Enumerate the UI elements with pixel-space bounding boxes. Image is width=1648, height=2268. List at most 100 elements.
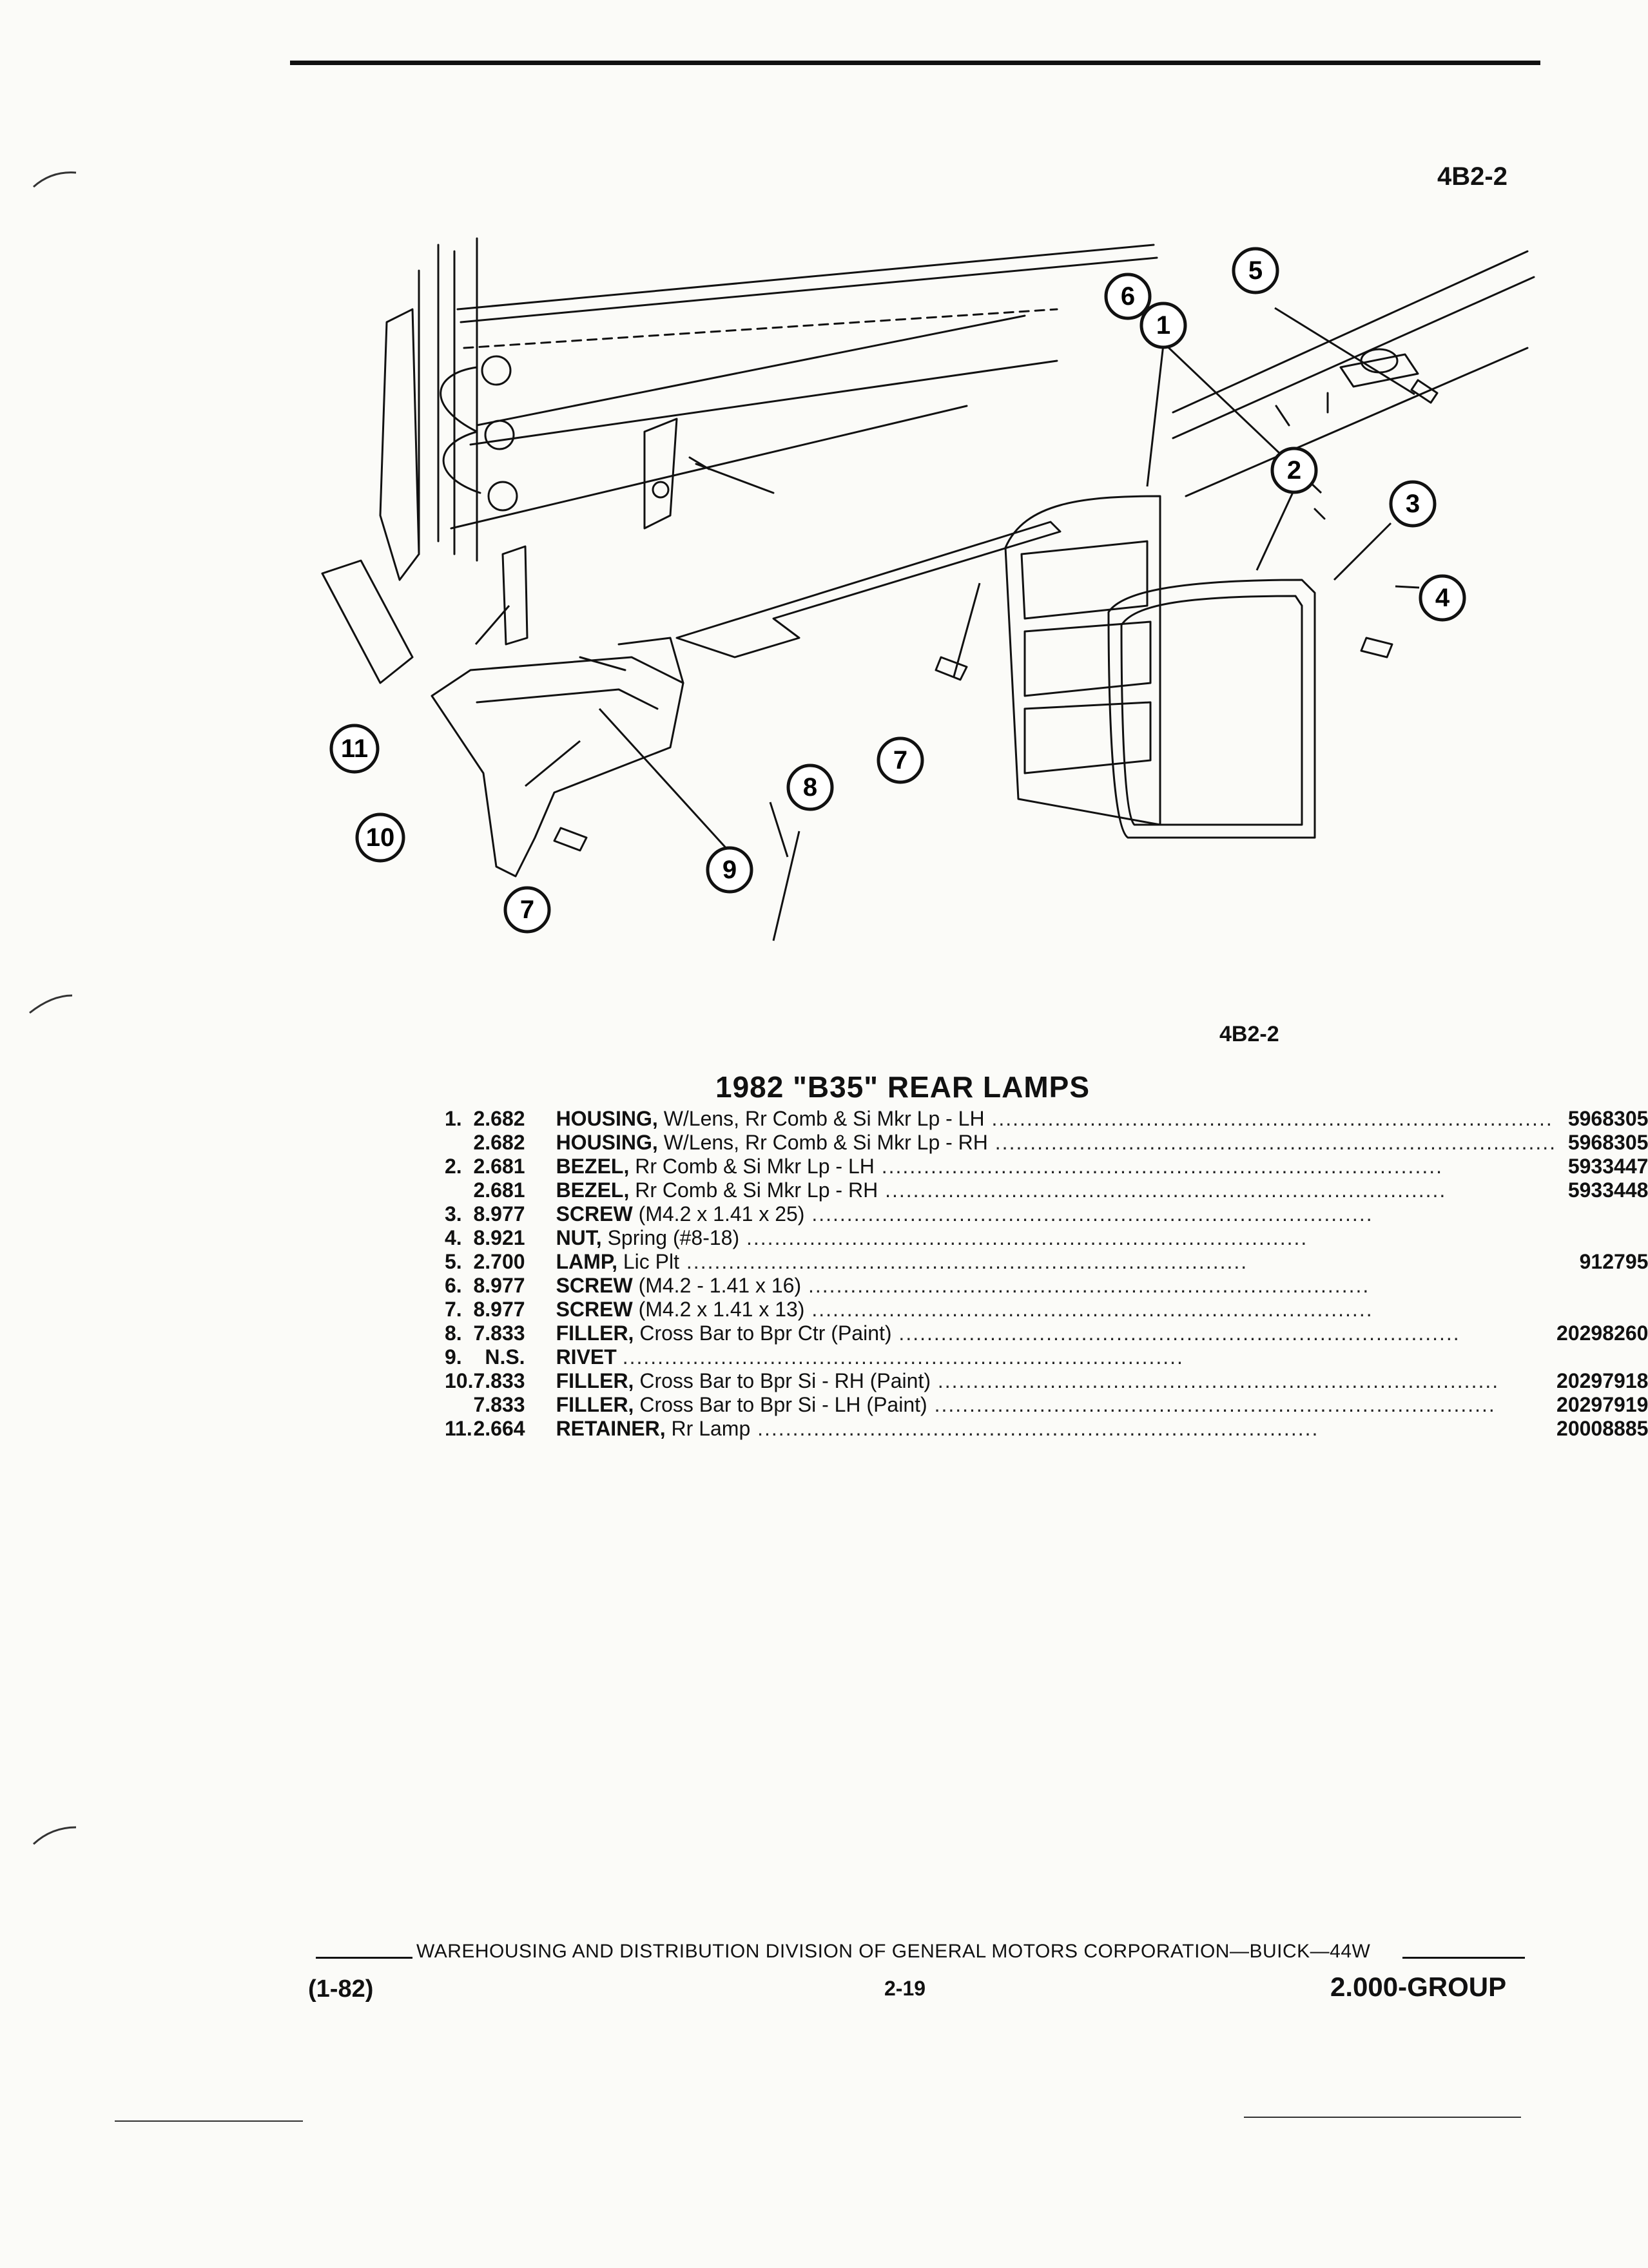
- footer-rule-right: [1402, 1957, 1525, 1959]
- figure-reference-bottom: 4B2-2: [1219, 1022, 1279, 1046]
- group-code: 8.977: [473, 1298, 525, 1321]
- part-noun: SCREW: [556, 1298, 633, 1321]
- item-number: 2.: [445, 1155, 462, 1178]
- part-number: [1556, 1202, 1648, 1226]
- exploded-parts-diagram: 1 2 3 4 5 6 7 7 8 9 10 11: [321, 237, 1535, 941]
- part-detail: Cross Bar to Bpr Ctr (Paint): [639, 1321, 892, 1345]
- part-noun: FILLER,: [556, 1321, 634, 1345]
- parts-row: 9.N.S.RIVET ............................…: [445, 1345, 1648, 1369]
- part-detail: Rr Comb & Si Mkr Lp - RH: [635, 1178, 878, 1202]
- callout-1: 1: [1139, 302, 1187, 349]
- part-number: 5933448: [1567, 1178, 1648, 1202]
- part-detail: (M4.2 x 1.41 x 13): [638, 1298, 805, 1321]
- group-code: 7.833: [473, 1393, 525, 1416]
- item-number: [445, 1393, 473, 1417]
- svg-text:5: 5: [1248, 256, 1263, 285]
- svg-text:6: 6: [1121, 282, 1135, 311]
- part-description: SCREW (M4.2 x 1.41 x 25) ...............…: [556, 1202, 1556, 1226]
- part-noun: RIVET: [556, 1345, 617, 1369]
- part-description: RETAINER, Rr Lamp ......................…: [556, 1417, 1556, 1441]
- callout-3: 3: [1389, 480, 1437, 528]
- parts-row: 8. 7.833 FILLER, Cross Bar to Bpr Ctr (Pai…: [445, 1321, 1648, 1345]
- part-detail: Rr Lamp: [671, 1417, 751, 1440]
- part-noun: LAMP,: [556, 1250, 617, 1273]
- part-noun: RETAINER,: [556, 1417, 666, 1440]
- group-code: 8.921: [473, 1226, 525, 1249]
- part-number: [1556, 1345, 1648, 1369]
- part-noun: HOUSING,: [556, 1107, 658, 1130]
- parts-row: 7.833 FILLER, Cross Bar to Bpr Si - LH (P…: [445, 1393, 1648, 1417]
- group-code: N.S.: [485, 1345, 525, 1369]
- dot-leader: ........................................…: [739, 1226, 1308, 1249]
- group-code: 2.681: [473, 1155, 525, 1178]
- dot-leader: ........................................…: [984, 1107, 1553, 1130]
- part-noun: BEZEL,: [556, 1155, 630, 1178]
- svg-text:7: 7: [520, 896, 534, 924]
- callout-10: 10: [355, 812, 405, 863]
- part-noun: SCREW: [556, 1202, 633, 1225]
- part-description: FILLER, Cross Bar to Bpr Si - RH (Paint)…: [556, 1369, 1556, 1393]
- item-number: 11.: [445, 1417, 472, 1440]
- dot-leader: ........................................…: [750, 1417, 1319, 1440]
- part-detail: Rr Comb & Si Mkr Lp - LH: [635, 1155, 875, 1178]
- part-detail: Spring (#8-18): [607, 1226, 740, 1249]
- group-code: 7.833: [473, 1321, 525, 1345]
- svg-text:11: 11: [341, 735, 368, 763]
- item-number: 1.: [445, 1107, 462, 1130]
- part-noun: BEZEL,: [556, 1178, 630, 1202]
- part-number: 20297918: [1556, 1369, 1648, 1392]
- part-description: RIVET ..................................…: [556, 1345, 1556, 1369]
- svg-text:1: 1: [1156, 311, 1170, 340]
- part-description: NUT, Spring (#8-18) ....................…: [556, 1226, 1556, 1250]
- part-description: SCREW (M4.2 - 1.41 x 16) ...............…: [556, 1274, 1556, 1298]
- item-number: 8.: [445, 1321, 462, 1345]
- part-description: BEZEL, Rr Comb & Si Mkr Lp - RH ........…: [556, 1178, 1556, 1202]
- callout-7-lower: 7: [503, 886, 551, 934]
- parts-row: 7. 8.977 SCREW (M4.2 x 1.41 x 13) ........…: [445, 1298, 1648, 1321]
- parts-table: 1. 2.682 HOUSING, W/Lens, Rr Comb & Si Mkr…: [445, 1107, 1648, 1441]
- dot-leader: ........................................…: [804, 1202, 1373, 1225]
- part-number: [1556, 1274, 1648, 1298]
- section-title: 1982 "B35" REAR LAMPS: [715, 1070, 1091, 1104]
- part-noun: FILLER,: [556, 1393, 634, 1416]
- part-description: SCREW (M4.2 x 1.41 x 13) ...............…: [556, 1298, 1556, 1321]
- part-description: LAMP, Lic Plt ..........................…: [556, 1250, 1556, 1274]
- part-noun: SCREW: [556, 1274, 633, 1297]
- part-number: [1556, 1226, 1648, 1250]
- dot-leader: ........................................…: [930, 1369, 1500, 1392]
- group-code: 8.977: [473, 1274, 525, 1297]
- callout-6: 6: [1104, 273, 1152, 320]
- callout-5: 5: [1232, 247, 1279, 294]
- part-detail: Lic Plt: [623, 1250, 680, 1273]
- group-code: 2.682: [473, 1131, 525, 1154]
- callout-9: 9: [706, 846, 753, 894]
- part-description: FILLER, Cross Bar to Bpr Ctr (Paint) ...…: [556, 1321, 1556, 1345]
- item-number: [445, 1131, 473, 1155]
- callout-11: 11: [329, 724, 380, 774]
- item-number: 7.: [445, 1298, 462, 1321]
- part-detail: (M4.2 - 1.41 x 16): [638, 1274, 802, 1297]
- header-rule: [290, 61, 1540, 65]
- part-detail: W/Lens, Rr Comb & Si Mkr Lp - RH: [663, 1131, 988, 1154]
- callout-8: 8: [786, 764, 834, 811]
- figure-reference-top: 4B2-2: [1437, 162, 1507, 191]
- part-description: HOUSING, W/Lens, Rr Comb & Si Mkr Lp - L…: [556, 1107, 1556, 1131]
- group-number: 2.000-GROUP: [1330, 1972, 1507, 2002]
- group-code: 2.700: [473, 1250, 525, 1273]
- dot-leader: ........................................…: [878, 1178, 1447, 1202]
- part-number: 5968305: [1567, 1107, 1648, 1130]
- part-noun: FILLER,: [556, 1369, 634, 1392]
- footer-division-text: WAREHOUSING AND DISTRIBUTION DIVISION OF…: [416, 1941, 1371, 1962]
- dot-leader: ........................................…: [891, 1321, 1460, 1345]
- dot-leader: ........................................…: [622, 1345, 1184, 1369]
- dot-leader: ........................................…: [801, 1274, 1370, 1297]
- dot-leader: ........................................…: [927, 1393, 1496, 1416]
- part-number: 20008885: [1556, 1417, 1648, 1440]
- part-detail: Cross Bar to Bpr Si - LH (Paint): [639, 1393, 927, 1416]
- part-detail: Cross Bar to Bpr Si - RH (Paint): [639, 1369, 931, 1392]
